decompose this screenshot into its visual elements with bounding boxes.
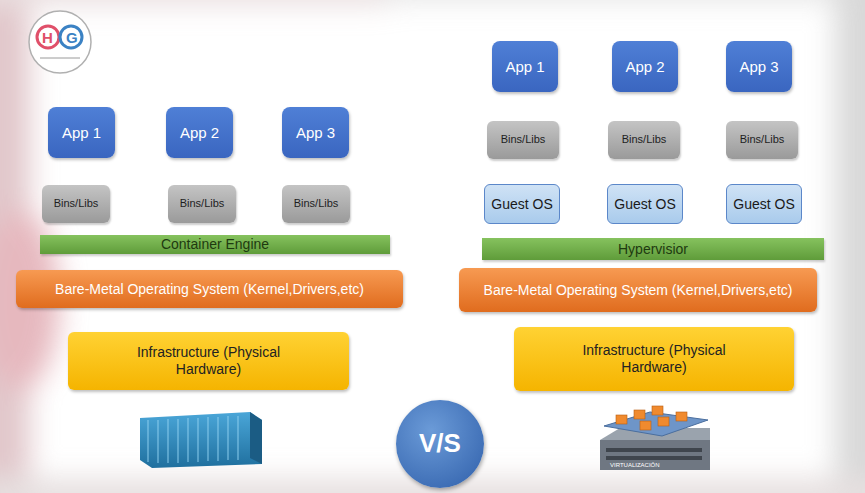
node-text: Container Engine xyxy=(161,236,269,253)
server-illustration xyxy=(600,406,710,470)
node-text: Bins/Libs xyxy=(501,133,546,146)
node-text: App 3 xyxy=(739,58,778,76)
node-text: App 1 xyxy=(505,58,544,76)
app-box: App 1 xyxy=(48,107,115,158)
bins-libs-box: Bins/Libs xyxy=(726,121,798,159)
node-text: Bins/Libs xyxy=(740,133,785,146)
node-text: Bins/Libs xyxy=(54,197,99,210)
node-text: Infrastructure (Physical Hardware) xyxy=(134,344,284,378)
node-text: App 1 xyxy=(62,124,101,142)
hypervisor-bar: Hypervisior xyxy=(482,238,824,260)
node-text: Bins/Libs xyxy=(180,197,225,210)
vs-circle: V/S xyxy=(396,400,484,488)
app-box: App 3 xyxy=(282,107,349,158)
os-band: Bare-Metal Operating System (Kernel,Driv… xyxy=(16,270,403,308)
container-illustration xyxy=(140,412,262,468)
bins-libs-box: Bins/Libs xyxy=(487,121,559,159)
node-text: App 2 xyxy=(180,124,219,142)
infrastructure-band: Infrastructure (Physical Hardware) xyxy=(514,327,794,391)
bins-libs-box: Bins/Libs xyxy=(168,185,236,223)
bins-libs-box: Bins/Libs xyxy=(608,121,680,159)
node-text: Guest OS xyxy=(614,196,675,213)
node-text: Bins/Libs xyxy=(294,197,339,210)
node-text: Bare-Metal Operating System (Kernel,Driv… xyxy=(55,281,364,298)
server-label: VIRTUALIZACIÓN xyxy=(610,462,660,468)
app-box: App 2 xyxy=(166,107,233,158)
logo-letter: H xyxy=(42,29,53,46)
container-engine-bar: Container Engine xyxy=(40,235,390,254)
node-text: Guest OS xyxy=(733,196,794,213)
node-text: Bins/Libs xyxy=(622,133,667,146)
node-text: V/S xyxy=(419,428,461,459)
node-text: Infrastructure (Physical Hardware) xyxy=(579,342,729,376)
node-text: App 2 xyxy=(625,58,664,76)
app-box: App 1 xyxy=(492,41,558,92)
node-text: Guest OS xyxy=(491,196,552,213)
app-box: App 2 xyxy=(612,41,678,92)
logo-letter: G xyxy=(66,29,78,46)
infrastructure-band: Infrastructure (Physical Hardware) xyxy=(68,332,349,390)
node-text: Hypervisior xyxy=(618,241,688,258)
node-text: Bare-Metal Operating System (Kernel,Driv… xyxy=(484,282,793,299)
guest-os-box: Guest OS xyxy=(726,184,802,224)
guest-os-box: Guest OS xyxy=(484,184,560,224)
guest-os-box: Guest OS xyxy=(607,184,683,224)
bins-libs-box: Bins/Libs xyxy=(42,185,110,223)
node-text: App 3 xyxy=(296,124,335,142)
app-box: App 3 xyxy=(726,41,792,92)
bins-libs-box: Bins/Libs xyxy=(282,185,350,223)
logo xyxy=(29,11,91,73)
os-band: Bare-Metal Operating System (Kernel,Driv… xyxy=(459,268,817,312)
